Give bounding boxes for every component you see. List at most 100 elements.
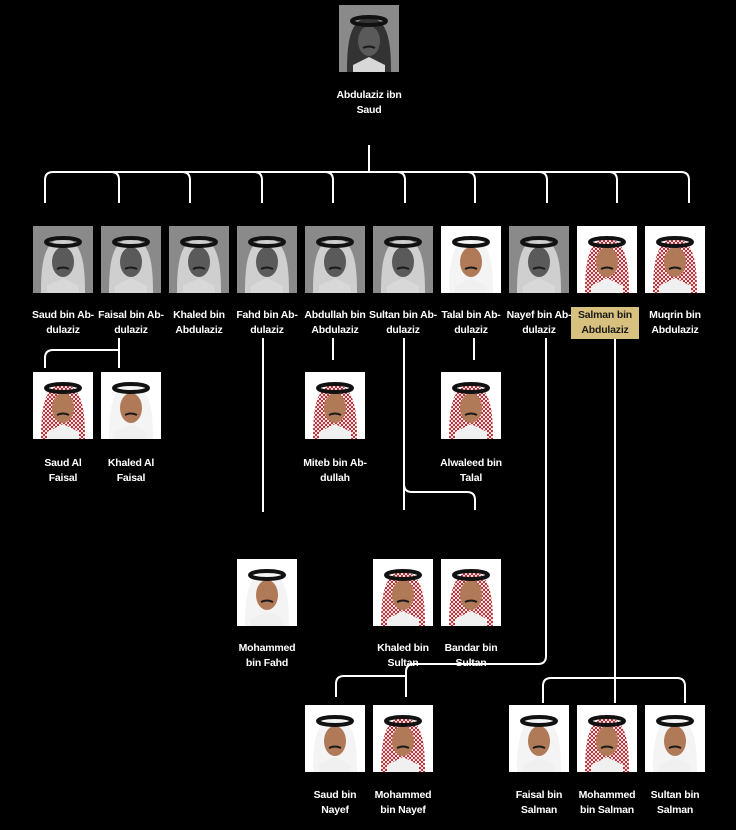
person-name: Saud Al Faisal [23,456,103,486]
portrait-photo [509,705,569,772]
connector-line [538,171,548,203]
person-name: Saud bin Ab-dulaziz [23,308,103,338]
portrait-photo [373,559,433,626]
name-line: Miteb bin Ab- [303,457,367,469]
name-line: dulaziz [454,324,488,336]
portrait-photo [101,226,161,293]
connector-line [615,677,686,703]
person-name: Fahd bin Ab-dulaziz [227,308,307,338]
portrait-photo [237,226,297,293]
portrait-photo [305,226,365,293]
name-line: Nayef [321,804,349,816]
portrait-photo [577,705,637,772]
connector-line [181,171,191,203]
connector-line [403,483,476,510]
name-line: dulaziz [114,324,148,336]
connector-line [324,171,334,203]
name-line: Faisal [116,472,146,484]
connector-line [335,675,406,697]
name-line: bin Fahd [245,657,289,669]
name-line: bin Salman [579,804,634,816]
name-line: Faisal bin [515,789,563,801]
name-line: Nayef bin Ab- [506,309,572,321]
connector-line [396,171,406,203]
connector-line [110,171,120,203]
name-line: Abdulaziz [581,324,629,336]
name-line: dulaziz [46,324,80,336]
name-line: Fahd bin Ab- [236,309,298,321]
name-line: Abdullah bin [304,309,366,321]
person-name: Faisal bin Ab-dulaziz [91,308,171,338]
name-line: dulaziz [386,324,420,336]
name-line: Salman [520,804,558,816]
name-line: Sultan [387,657,419,669]
person-name: Miteb bin Ab-dullah [295,456,375,486]
portrait-photo [645,226,705,293]
person-name: Sultan bin Ab-dulaziz [363,308,443,338]
connector-line [253,171,263,203]
portrait-photo [577,226,637,293]
name-line: dullah [320,472,350,484]
name-line: Muqrin bin [649,309,701,321]
portrait-photo [509,226,569,293]
name-line: Talal bin Ab- [441,309,501,321]
portrait-photo [169,226,229,293]
connector-line [466,171,476,203]
person-name: Nayef bin Ab-dulaziz [499,308,579,338]
name-line: Saud [356,104,382,116]
name-line: Salman bin [577,309,632,321]
name-line: Khaled Al [107,457,155,469]
name-line: Abdulaziz [175,324,223,336]
name-line: Mohammed [374,789,432,801]
name-line: Alwaleed bin [440,457,502,469]
portrait-photo [373,705,433,772]
name-line: Abdulaziz [311,324,359,336]
portrait-photo [33,372,93,439]
portrait-photo [441,226,501,293]
name-line: Abdulaziz ibn [336,89,402,101]
name-line: bin Nayef [380,804,426,816]
connector-line [405,338,547,697]
name-line: Mohammed [238,642,296,654]
portrait-photo [305,705,365,772]
name-line: Faisal [48,472,78,484]
name-line: Bandar bin [444,642,498,654]
name-line: Saud bin Ab- [32,309,94,321]
portrait-photo [33,226,93,293]
name-line: Abdulaziz [651,324,699,336]
portrait-photo [645,705,705,772]
connector-line [44,171,690,203]
name-line: Saud Al [44,457,82,469]
name-line: Salman [656,804,694,816]
portrait-photo [441,372,501,439]
person-name: Mohammed bin Salman [567,788,647,818]
connector-line [44,349,119,368]
name-line: Mohammed [578,789,636,801]
name-line: dulaziz [250,324,284,336]
person-name: Khaled Al Faisal [91,456,171,486]
portrait-photo [373,226,433,293]
name-line: Khaled bin [377,642,429,654]
connector-line [542,677,615,703]
person-name: Mohammed bin Nayef [363,788,443,818]
portrait-photo [237,559,297,626]
name-line: Talal [459,472,483,484]
name-line: Sultan bin [650,789,700,801]
portrait-photo [339,5,399,72]
name-line: Khaled bin [173,309,225,321]
connector-line [608,171,618,203]
name-line: Sultan bin Ab- [369,309,437,321]
name-line: Saud bin [313,789,357,801]
